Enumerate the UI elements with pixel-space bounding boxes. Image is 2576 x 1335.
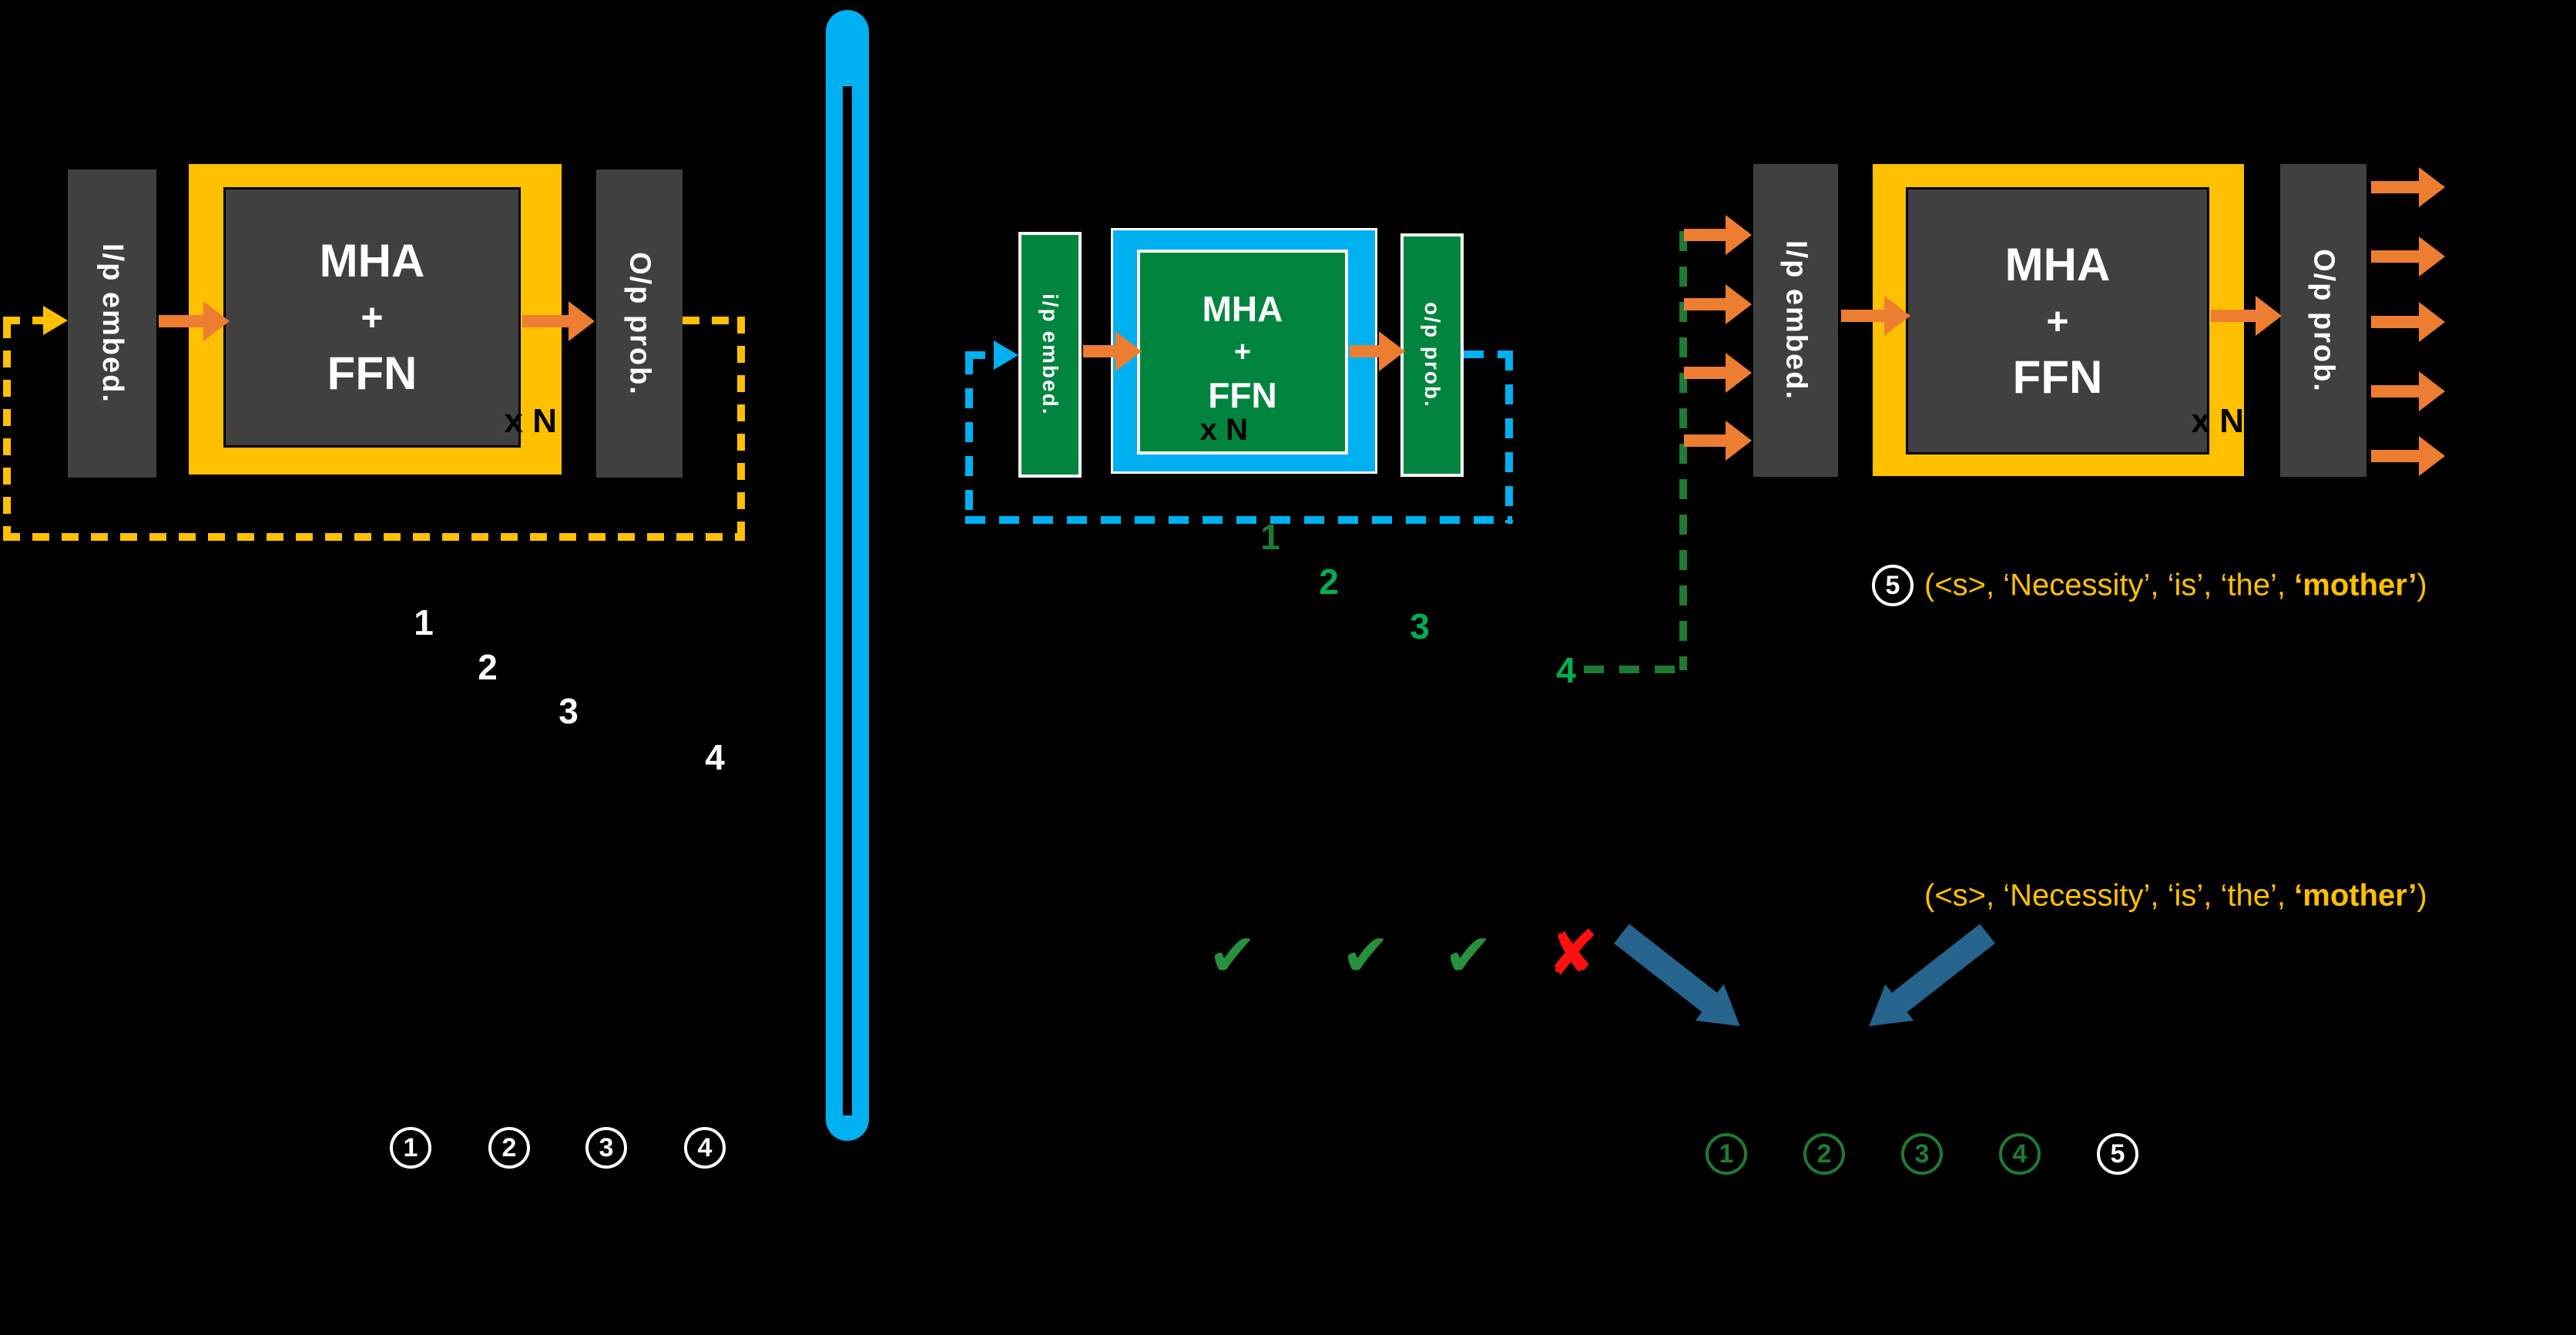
- left-legend-circle-3: 3: [585, 1127, 627, 1169]
- verifier-mha-ffn-box: MHA + FFN: [1906, 187, 2209, 455]
- left-step-number: 2: [478, 647, 498, 687]
- verifier-output-prob-label: O/p prob.: [2307, 248, 2340, 393]
- draft-loop-bottom-segment: [965, 516, 1512, 524]
- draft-loop-left-segment: [965, 354, 973, 522]
- draft-input-embed-label: i/p embed.: [1038, 293, 1062, 416]
- left-loop-left-segment: [3, 321, 11, 541]
- sequence-text-bottom: (<s>, ‘Necessity’, ‘is’, ‘the’, ‘mother’…: [1924, 878, 2427, 913]
- blue-arrow-down-left-icon: [1854, 924, 1995, 1045]
- draft-input-embed-box: i/p embed.: [1018, 232, 1082, 478]
- left-step-number: 1: [414, 602, 434, 642]
- right-legend-circle-4: 4: [1999, 1133, 2041, 1175]
- left-output-prob-box: O/p prob.: [596, 169, 683, 478]
- draft-loop-entry-segment: [965, 351, 996, 359]
- verifier-mha-label: MHA: [2004, 238, 2111, 290]
- right-legend-circle-5: 5: [2097, 1133, 2138, 1175]
- left-loop-entry-segment: [3, 317, 43, 324]
- left-legend-circle-2: 2: [488, 1127, 530, 1169]
- draft-loop-right-segment: [1505, 351, 1513, 523]
- left-repeat-label: x N: [504, 402, 557, 440]
- left-plus-label: +: [361, 296, 384, 339]
- check-icon: ✔: [1444, 921, 1493, 989]
- left-ffn-label: FFN: [327, 347, 418, 399]
- left-loop-bottom-segment: [3, 533, 745, 541]
- left-input-embed-box: I/p embed.: [68, 169, 156, 478]
- sequence-step-badge: 5: [1872, 565, 1914, 606]
- check-icon: ✔: [1341, 921, 1390, 989]
- verifier-plus-label: +: [2046, 299, 2069, 343]
- draft-step-number: 4: [1556, 650, 1576, 690]
- cross-icon: ✘: [1547, 917, 1599, 989]
- right-legend-circle-2: 2: [1803, 1133, 1845, 1175]
- draft-output-prob-label: o/p prob.: [1420, 302, 1444, 408]
- right-legend-circle-3: 3: [1901, 1133, 1943, 1175]
- draft-mha-ffn-box: MHA + FFN: [1137, 250, 1348, 455]
- draft-to-verifier-horizontal-segment: [1584, 666, 1682, 673]
- check-icon: ✔: [1208, 921, 1257, 989]
- left-step-number: 4: [705, 737, 725, 777]
- verifier-output-prob-box: O/p prob.: [2280, 164, 2366, 477]
- draft-to-verifier-vertical-segment: [1679, 231, 1687, 670]
- draft-plus-label: +: [1233, 336, 1252, 368]
- left-output-prob-label: O/p prob.: [623, 251, 656, 396]
- left-loop-top-right-segment: [683, 317, 745, 324]
- left-mha-ffn-box: MHA + FFN: [223, 187, 521, 448]
- draft-ffn-label: FFN: [1208, 375, 1277, 415]
- verifier-input-embed-label: I/p embed.: [1779, 240, 1813, 401]
- left-legend-circle-4: 4: [684, 1127, 726, 1169]
- draft-output-prob-box: o/p prob.: [1400, 233, 1464, 477]
- blue-arrow-down-right-icon: [1614, 924, 1755, 1045]
- draft-step-number: 1: [1260, 517, 1280, 557]
- right-legend-circle-1: 1: [1706, 1133, 1747, 1175]
- left-input-embed-label: I/p embed.: [96, 243, 129, 404]
- verifier-ffn-label: FFN: [2012, 351, 2103, 403]
- divider-inner-line: [843, 86, 852, 1115]
- verifier-input-embed-box: I/p embed.: [1753, 164, 1838, 477]
- left-loop-right-segment: [737, 317, 745, 541]
- draft-step-number: 3: [1410, 606, 1430, 646]
- sequence-text-top: (<s>, ‘Necessity’, ‘is’, ‘the’, ‘mother’…: [1924, 568, 2427, 602]
- draft-loop-arrowhead-icon: [994, 340, 1018, 370]
- left-mha-label: MHA: [319, 235, 425, 287]
- left-legend-circle-1: 1: [390, 1127, 431, 1169]
- draft-repeat-label: x N: [1199, 413, 1248, 447]
- verifier-repeat-label: x N: [2191, 402, 2244, 440]
- draft-mha-label: MHA: [1202, 289, 1283, 329]
- left-loop-arrowhead-icon: [43, 306, 68, 335]
- draft-loop-top-right-segment: [1464, 351, 1511, 358]
- left-step-number: 3: [558, 691, 579, 731]
- draft-step-number: 2: [1319, 562, 1339, 602]
